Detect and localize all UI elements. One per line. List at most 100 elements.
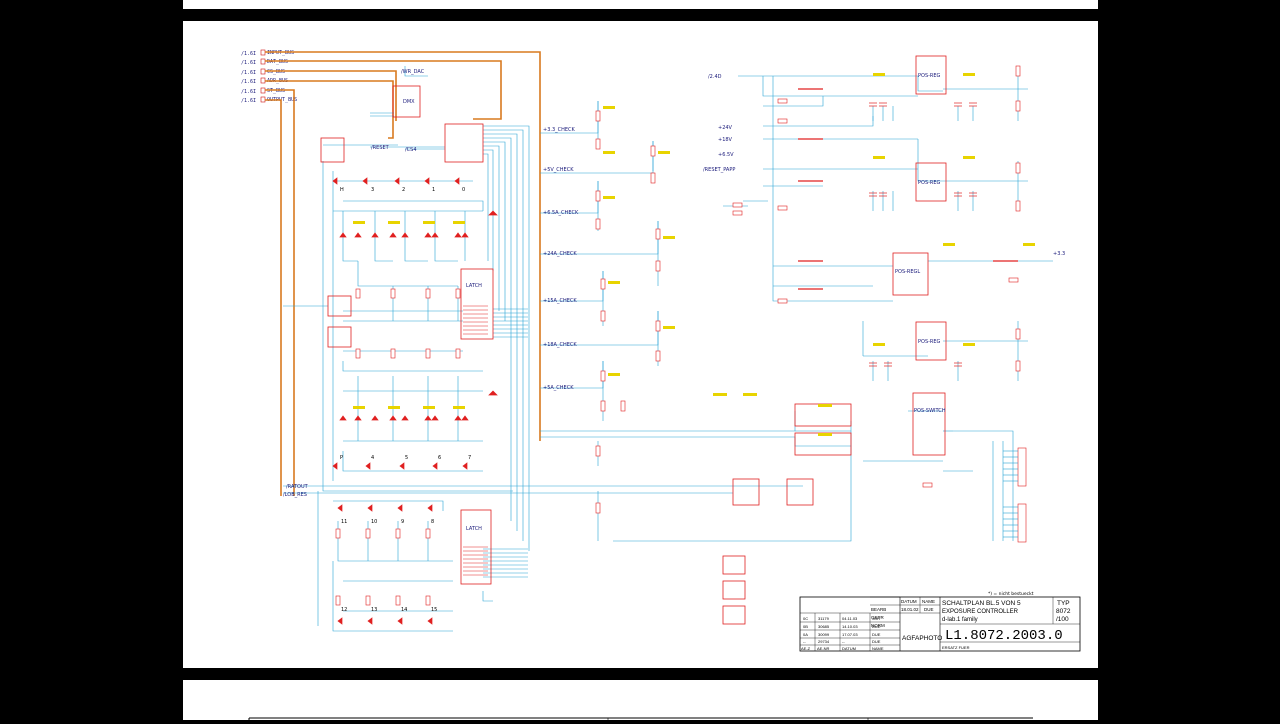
svg-text:ST_BUS: ST_BUS — [267, 88, 285, 94]
power-caps — [869, 102, 977, 367]
svg-text:CS_BUS: CS_BUS — [267, 69, 285, 75]
svg-text:NORM: NORM — [871, 623, 885, 628]
svg-text:4: 4 — [371, 455, 374, 461]
regulators — [892, 55, 947, 456]
latch-chip-1 — [460, 268, 494, 340]
sheet-subtitle: EXPOSURE CONTROLLER — [942, 609, 1019, 615]
dmx-label: DMX — [403, 99, 415, 105]
net-p24: +24V — [718, 125, 733, 131]
svg-text:--: -- — [842, 639, 845, 644]
svg-text:/1.6I: /1.6I — [241, 98, 256, 104]
svg-text:DAT_BUS: DAT_BUS — [267, 59, 288, 65]
cs4-net: /CS4 — [405, 147, 417, 153]
svg-text:6: 6 — [438, 455, 441, 461]
svg-text:INPUT_BUS: INPUT_BUS — [267, 50, 294, 56]
svg-text:DUE: DUE — [872, 624, 881, 629]
svg-text:OUTPUT_BUS: OUTPUT_BUS — [267, 97, 297, 103]
document-number: L1.8072.2003.0 — [945, 628, 1063, 644]
svg-text:8: 8 — [431, 519, 434, 525]
reg-label-2: POS-REG — [918, 180, 941, 186]
inverter-chip-2 — [327, 295, 352, 317]
svg-text:30685: 30685 — [818, 624, 830, 629]
svg-text:BEARB: BEARB — [871, 607, 886, 612]
svg-text:9: 9 — [401, 519, 404, 525]
svg-text:29734: 29734 — [818, 639, 830, 644]
company-name: AGFAPHOTO — [902, 635, 942, 642]
svg-text:13: 13 — [371, 607, 377, 613]
bus-st: /1.6I ST_BUS — [241, 87, 285, 95]
net-p18: +18V — [718, 137, 733, 143]
pos-switch-label: POS-SWITCH — [914, 408, 946, 414]
led-number-labels: H 3 2 1 0 P 4 5 6 7 11 10 9 8 12 13 14 1… — [340, 187, 471, 613]
sheet-title: SCHALTPLAN BL.5 VON 5 — [942, 600, 1021, 607]
latch-chip-2 — [460, 509, 492, 585]
svg-text:12: 12 — [341, 607, 347, 613]
svg-text:DUE: DUE — [872, 639, 881, 644]
net-check-18: +18A_CHECK — [543, 342, 577, 348]
led-row-4 — [337, 617, 433, 625]
svg-text:3: 3 — [371, 187, 374, 193]
svg-text:--: -- — [803, 639, 806, 644]
svg-text:15: 15 — [431, 607, 437, 613]
schematic-canvas: /1.6I INPUT_BUS /1.6I DAT_BUS /1.6I CS_B… — [241, 49, 1081, 652]
led-row-3 — [337, 504, 433, 512]
product-family: d-lab.1 family — [942, 617, 978, 623]
svg-text:8072: 8072 — [1056, 608, 1071, 615]
net-check-65: +6.5A_CHECK — [543, 210, 579, 216]
svg-text:0: 0 — [462, 187, 465, 193]
svg-text:DUE: DUE — [872, 632, 881, 637]
svg-text:H: H — [340, 187, 344, 193]
svg-text:11: 11 — [341, 519, 347, 525]
svg-text:NAME: NAME — [922, 599, 935, 604]
svg-text:P: P — [340, 455, 343, 461]
svg-text:7: 7 — [468, 455, 471, 461]
inverter-chip-1 — [320, 137, 345, 163]
power-wiring — [723, 75, 1053, 541]
resistors-left — [335, 288, 461, 606]
latch-label-2: LATCH — [466, 526, 482, 532]
svg-text:30099: 30099 — [818, 632, 830, 637]
svg-text:/1.6I: /1.6I — [241, 51, 256, 57]
power-resistors — [732, 65, 1021, 488]
svg-text:DATUM: DATUM — [842, 646, 856, 651]
previous-sheet-edge — [183, 0, 1098, 9]
svg-text:/1.6I: /1.6I — [241, 70, 256, 76]
chips-left — [320, 85, 494, 585]
title-block: DATUM NAME BEARB 18.01.02 DUE GEPR NORM … — [799, 596, 1081, 652]
svg-text:AE-NR: AE-NR — [817, 646, 830, 651]
net-check-5a: +5A_CHECK — [543, 385, 574, 391]
svg-text:14: 14 — [401, 607, 407, 613]
net-check-5: +5V_CHECK — [543, 167, 574, 173]
next-sheet-frame — [248, 717, 1033, 720]
regl-label: POS-REGL — [895, 269, 920, 275]
led-row-1 — [332, 177, 498, 238]
net-lob-res: /LOB_RES — [283, 492, 307, 498]
net-check-24: +24A_CHECK — [543, 251, 577, 257]
net-out-33: +3.3 — [1053, 251, 1065, 257]
reset-net: /RESET — [371, 145, 390, 151]
svg-text:5: 5 — [405, 455, 408, 461]
svg-text:31179: 31179 — [818, 616, 830, 621]
schematic-sheet: /1.6I INPUT_BUS /1.6I DAT_BUS /1.6I CS_B… — [183, 21, 1098, 668]
svg-text:10: 10 — [371, 519, 377, 525]
component-designators — [353, 73, 1035, 436]
logic-wiring — [283, 66, 728, 632]
assembly-note: *) = nicht bestueckt — [988, 591, 1034, 597]
svg-text:AE-Z: AE-Z — [801, 646, 811, 651]
net-ratout: /RATOUT — [286, 484, 309, 490]
net-ext-ref: /2.4D — [708, 74, 722, 80]
chip-pins-left — [463, 305, 488, 576]
net-check-33: +3.3_CHECK — [543, 127, 576, 133]
svg-text:14.10.03: 14.10.03 — [842, 624, 858, 629]
svg-text:ERSATZ FUER: ERSATZ FUER — [942, 645, 970, 650]
svg-text:DUE: DUE — [924, 607, 934, 612]
wr-dac-net: /WR_DAC — [401, 69, 425, 75]
net-check-15: +15A_CHECK — [543, 298, 577, 304]
svg-text:GEPR: GEPR — [871, 615, 885, 620]
svg-text:/1.6I: /1.6I — [241, 60, 256, 66]
reg-label-3: POS-REG — [918, 339, 941, 345]
svg-text:NAME: NAME — [872, 646, 884, 651]
svg-text:/1.6I: /1.6I — [241, 89, 256, 95]
svg-text:0B: 0B — [803, 624, 808, 629]
dmx-chip — [392, 85, 421, 118]
